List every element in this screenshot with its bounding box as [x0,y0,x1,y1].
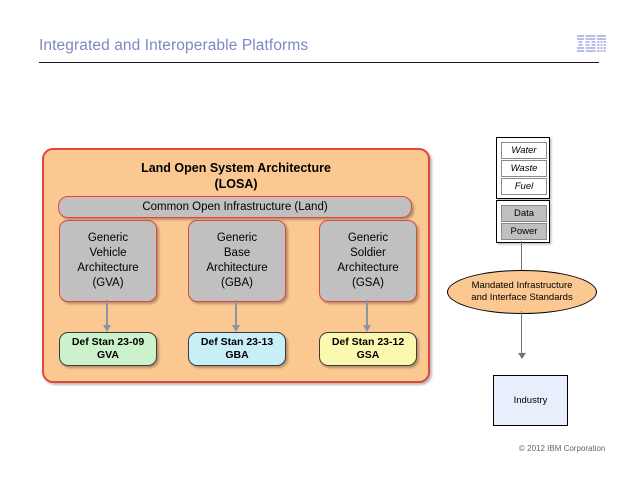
arch-label-line1: Generic [216,232,258,244]
arch-label-line2: Base [223,247,251,259]
losa-panel: Land Open System Architecture (LOSA) Com… [42,148,430,383]
losa-title-line1: Land Open System Architecture [141,161,331,175]
title-divider [39,62,599,63]
losa-title-line2: (LOSA) [214,177,258,191]
arch-label-line4: (GVA) [92,277,124,289]
def-stan-label-line1: Def Stan 23-09 [71,336,145,348]
common-open-infrastructure-bar: Common Open Infrastructure (Land) [58,196,412,218]
copyright-footer: © 2012 IBM Corporation [519,444,606,453]
arch-label-line3: Architecture [77,262,139,274]
mandated-label-line2: and Interface Standards [471,292,573,303]
utility-cell-fuel: Fuel [501,178,547,195]
def-stan-23-12-box: Def Stan 23-12 GSA [319,332,417,366]
utilities-group: Water Waste Fuel [496,137,550,199]
generic-base-architecture-box: Generic Base Architecture (GBA) [188,220,286,302]
connector-arrow-gba-icon [232,300,239,332]
mandated-label-line1: Mandated Infrastructure [471,280,573,291]
generic-vehicle-architecture-box: Generic Vehicle Architecture (GVA) [59,220,157,302]
common-open-infrastructure-label: Common Open Infrastructure (Land) [142,201,328,213]
utility-cell-waste: Waste [501,160,547,177]
service-cell-power: Power [501,223,547,240]
generic-soldier-architecture-box: Generic Soldier Architecture (GSA) [319,220,417,302]
ibm-logo-icon [577,35,606,52]
mandated-standards-ellipse: Mandated Infrastructure and Interface St… [447,270,597,314]
service-cell-data: Data [501,205,547,222]
def-stan-label-line2: GBA [225,349,249,361]
arch-label-line3: Architecture [206,262,268,274]
arch-label-line4: (GBA) [221,277,253,289]
arrow-services-to-mandated-icon [516,241,528,277]
def-stan-23-09-box: Def Stan 23-09 GVA [59,332,157,366]
def-stan-23-13-box: Def Stan 23-13 GBA [188,332,286,366]
arch-label-line2: Vehicle [89,247,127,259]
services-group: Data Power [496,200,550,243]
industry-label: Industry [513,395,548,406]
def-stan-label-line1: Def Stan 23-13 [200,336,274,348]
industry-box: Industry [493,375,568,426]
losa-title: Land Open System Architecture (LOSA) [44,160,428,192]
arrow-mandated-to-industry-icon [516,311,528,359]
arch-label-line1: Generic [347,232,389,244]
connector-arrow-gsa-icon [363,300,370,332]
utility-cell-water: Water [501,142,547,159]
connector-arrow-gva-icon [103,300,110,332]
arch-label-line3: Architecture [337,262,399,274]
def-stan-label-line2: GSA [356,349,380,361]
page-title: Integrated and Interoperable Platforms [39,37,309,54]
arch-label-line4: (GSA) [352,277,384,289]
def-stan-label-line2: GVA [97,349,119,361]
arch-label-line1: Generic [87,232,129,244]
arch-label-line2: Soldier [350,247,386,259]
def-stan-label-line1: Def Stan 23-12 [331,336,405,348]
